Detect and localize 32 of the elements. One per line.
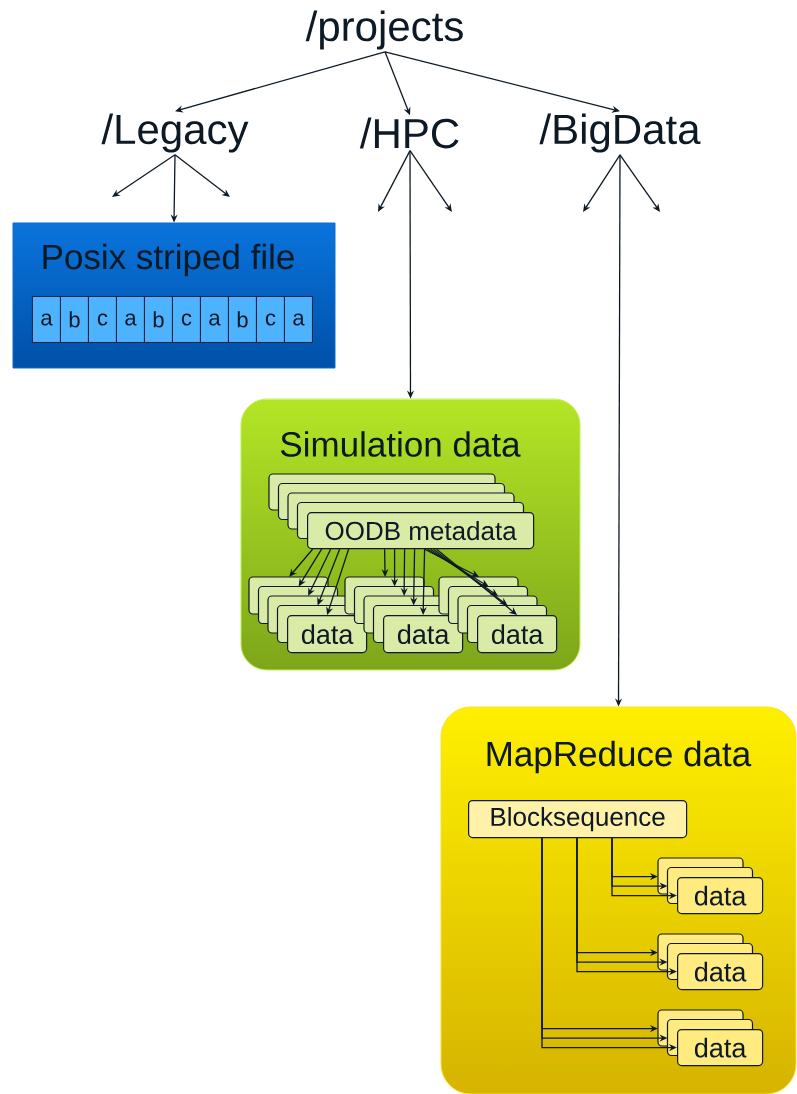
sequence-card: Blocksequence: [468, 800, 688, 839]
arrow: [619, 154, 660, 212]
arrow: [384, 51, 620, 113]
stripe-cell: b: [144, 296, 173, 343]
node-label: data: [491, 624, 544, 645]
directory-label: /HPC: [359, 117, 459, 149]
metadata-card-stack: OODB metadata: [268, 473, 535, 550]
stripe-cell: c: [172, 296, 201, 343]
data-card-stack: data: [657, 1009, 764, 1067]
arrow: [112, 154, 176, 197]
arrow: [378, 150, 411, 212]
stripe-cell: a: [116, 296, 145, 343]
stripe-cell: a: [284, 296, 313, 343]
data-card-stack: data: [657, 933, 764, 991]
directory-label: /Legacy: [101, 113, 249, 153]
node-label: OODB metadata: [325, 521, 517, 541]
data-card-stack: data: [657, 857, 764, 915]
arrow: [174, 154, 230, 197]
stripe-cell: b: [60, 296, 89, 343]
stripe-cell: a: [32, 296, 61, 343]
arrow: [308, 548, 332, 596]
arrow: [326, 548, 350, 615]
stripe-cell: a: [200, 296, 229, 343]
arrow: [583, 154, 621, 212]
directory-label: /projects: [305, 10, 463, 50]
directory-label: /BigData: [539, 113, 701, 153]
arrow: [175, 51, 386, 113]
arrow: [289, 548, 314, 577]
stripe-cell: b: [228, 296, 257, 343]
stripe-cell: c: [256, 296, 285, 343]
arrow: [409, 150, 452, 212]
stripe-cell: c: [88, 296, 117, 343]
